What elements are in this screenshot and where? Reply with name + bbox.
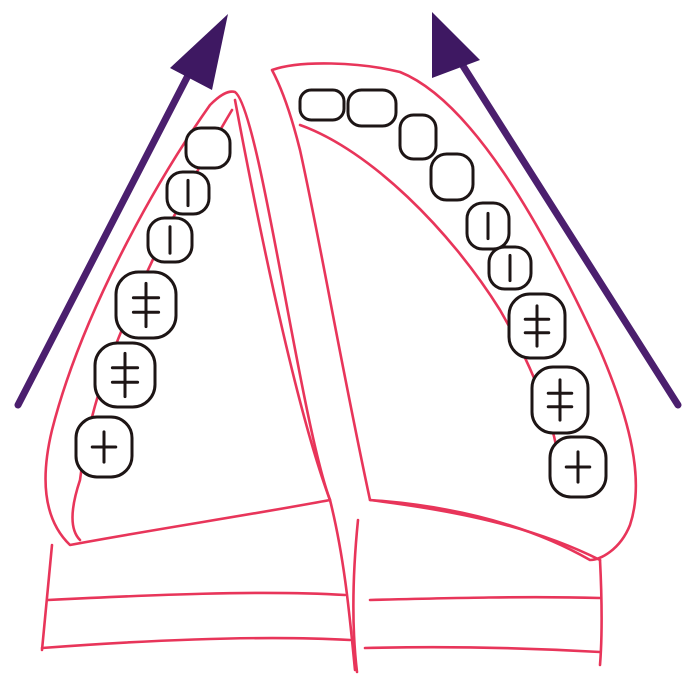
right-tooth-3	[400, 115, 436, 159]
right-tooth-9	[532, 367, 588, 433]
right-tooth-2	[348, 90, 396, 126]
left-tooth-6	[76, 417, 132, 477]
right-tooth-10	[550, 437, 606, 497]
left-tooth-1	[186, 128, 230, 168]
left-tooth-5	[95, 343, 155, 407]
left-tooth-3	[148, 218, 192, 262]
right-tooth-1	[300, 90, 344, 120]
right-tooth-6	[467, 203, 509, 249]
left-tooth-2	[167, 172, 209, 214]
right-tooth-8	[509, 294, 565, 358]
left-tooth-4	[116, 272, 176, 338]
right-teeth	[300, 90, 606, 497]
right-tooth-7	[489, 247, 531, 289]
right-tooth-4	[431, 154, 473, 200]
